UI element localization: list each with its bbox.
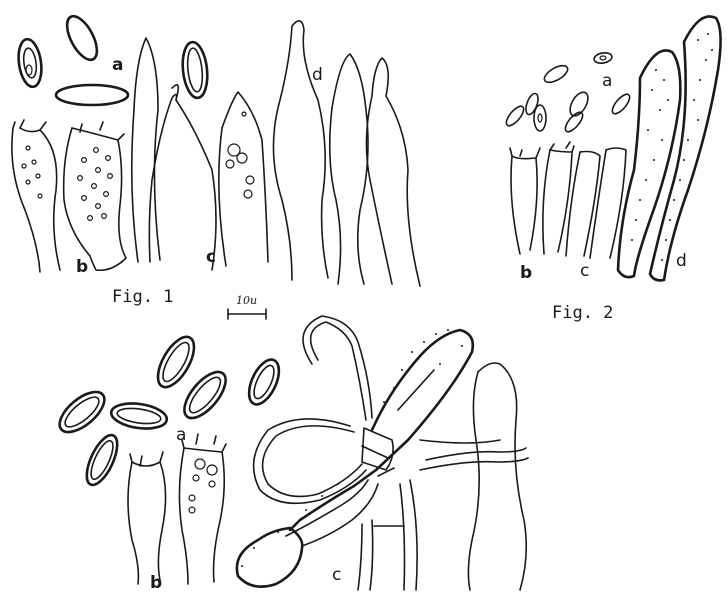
fig2-label-d: d [676,251,687,271]
fig1-label-c: c [206,247,216,267]
fig3-label-b: b [150,573,162,593]
fig3-spores [53,331,285,489]
fig2-label-c: c [580,261,589,281]
fig1-label-b: b [76,257,88,277]
fig3-hyphae-spines [241,329,463,587]
fig3-label-c: c [332,565,341,585]
fig1-label-a: a [112,55,123,75]
fig2-label-a: a [602,71,612,91]
fig1-label-d: d [312,65,323,85]
fig1-basidia [12,120,126,272]
fig1-caption: Fig. 1 [112,287,173,307]
fig3-labels: a b c [150,425,341,593]
fig3-basidia [128,434,226,584]
scale-bar-label: 10u [236,294,257,307]
fig1-pileocystidia [273,21,420,286]
fig2-cystidia [618,16,721,280]
fig3-hyphae [237,316,528,590]
fig3-label-a: a [176,425,186,445]
fig2-caption: Fig. 2 [552,303,613,323]
scale-bar: 10u [228,294,266,319]
fig1-cystidia [132,38,268,270]
fig2-basidia [510,142,626,258]
fig2-label-b: b [520,263,532,283]
fig2-spores [503,52,632,135]
fig1-labels: a b c d Fig. 1 [76,55,323,307]
